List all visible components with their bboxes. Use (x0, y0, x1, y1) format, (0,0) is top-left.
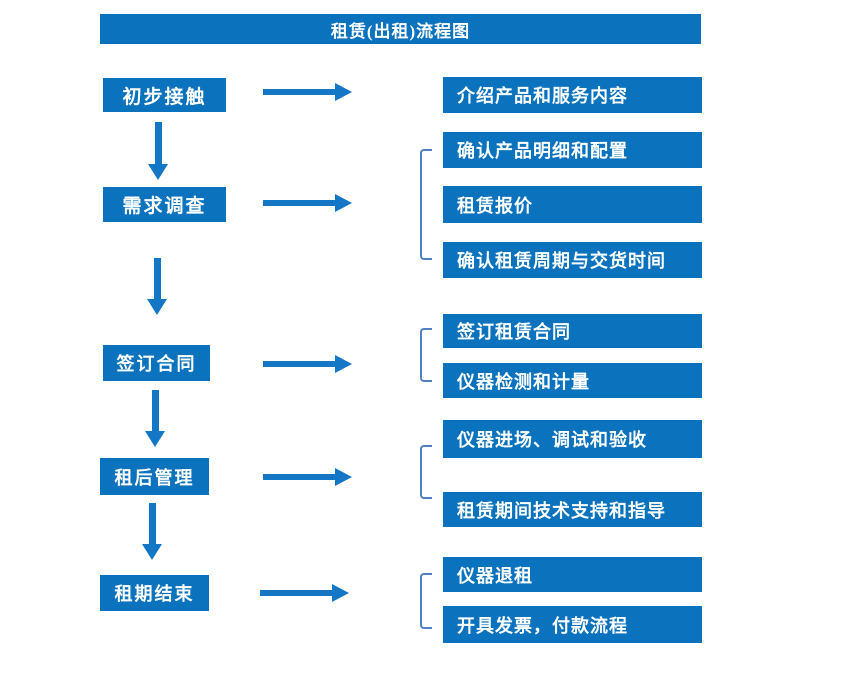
group-bracket-demand-survey (420, 149, 432, 260)
group-bracket-rental-end (420, 573, 432, 629)
right-arrow-3 (263, 355, 352, 373)
detail-confirm-product-spec: 确认产品明细和配置 (443, 132, 702, 168)
stage-post-rental-mgmt: 租后管理 (100, 458, 209, 495)
detail-instrument-return: 仪器退租 (443, 557, 702, 592)
detail-confirm-period-delivery: 确认租赁周期与交货时间 (443, 242, 702, 278)
stage-initial-contact: 初步接触 (103, 78, 226, 112)
right-arrow-1 (263, 83, 352, 101)
down-arrow-1 (148, 122, 168, 180)
detail-rental-quotation: 租赁报价 (443, 186, 702, 223)
detail-sign-rental-contract: 签订租赁合同 (443, 314, 702, 348)
detail-invoice-payment: 开具发票，付款流程 (443, 606, 702, 643)
right-arrow-5 (260, 584, 349, 602)
group-bracket-post-rental (420, 445, 432, 499)
right-arrow-4 (263, 468, 352, 486)
stage-demand-survey: 需求调查 (103, 187, 226, 222)
detail-instrument-testing: 仪器检测和计量 (443, 363, 702, 398)
detail-tech-support: 租赁期间技术支持和指导 (443, 492, 702, 527)
down-arrow-4 (142, 503, 162, 560)
right-arrow-2 (263, 194, 352, 212)
down-arrow-3 (145, 390, 165, 447)
flowchart-title: 租赁(出租)流程图 (100, 14, 701, 44)
stage-sign-contract: 签订合同 (103, 345, 210, 381)
down-arrow-2 (147, 258, 167, 315)
detail-instrument-setup: 仪器进场、调试和验收 (443, 420, 702, 458)
stage-rental-end: 租期结束 (100, 575, 209, 611)
group-bracket-sign-contract (420, 328, 432, 382)
detail-introduce-products: 介绍产品和服务内容 (443, 77, 702, 113)
